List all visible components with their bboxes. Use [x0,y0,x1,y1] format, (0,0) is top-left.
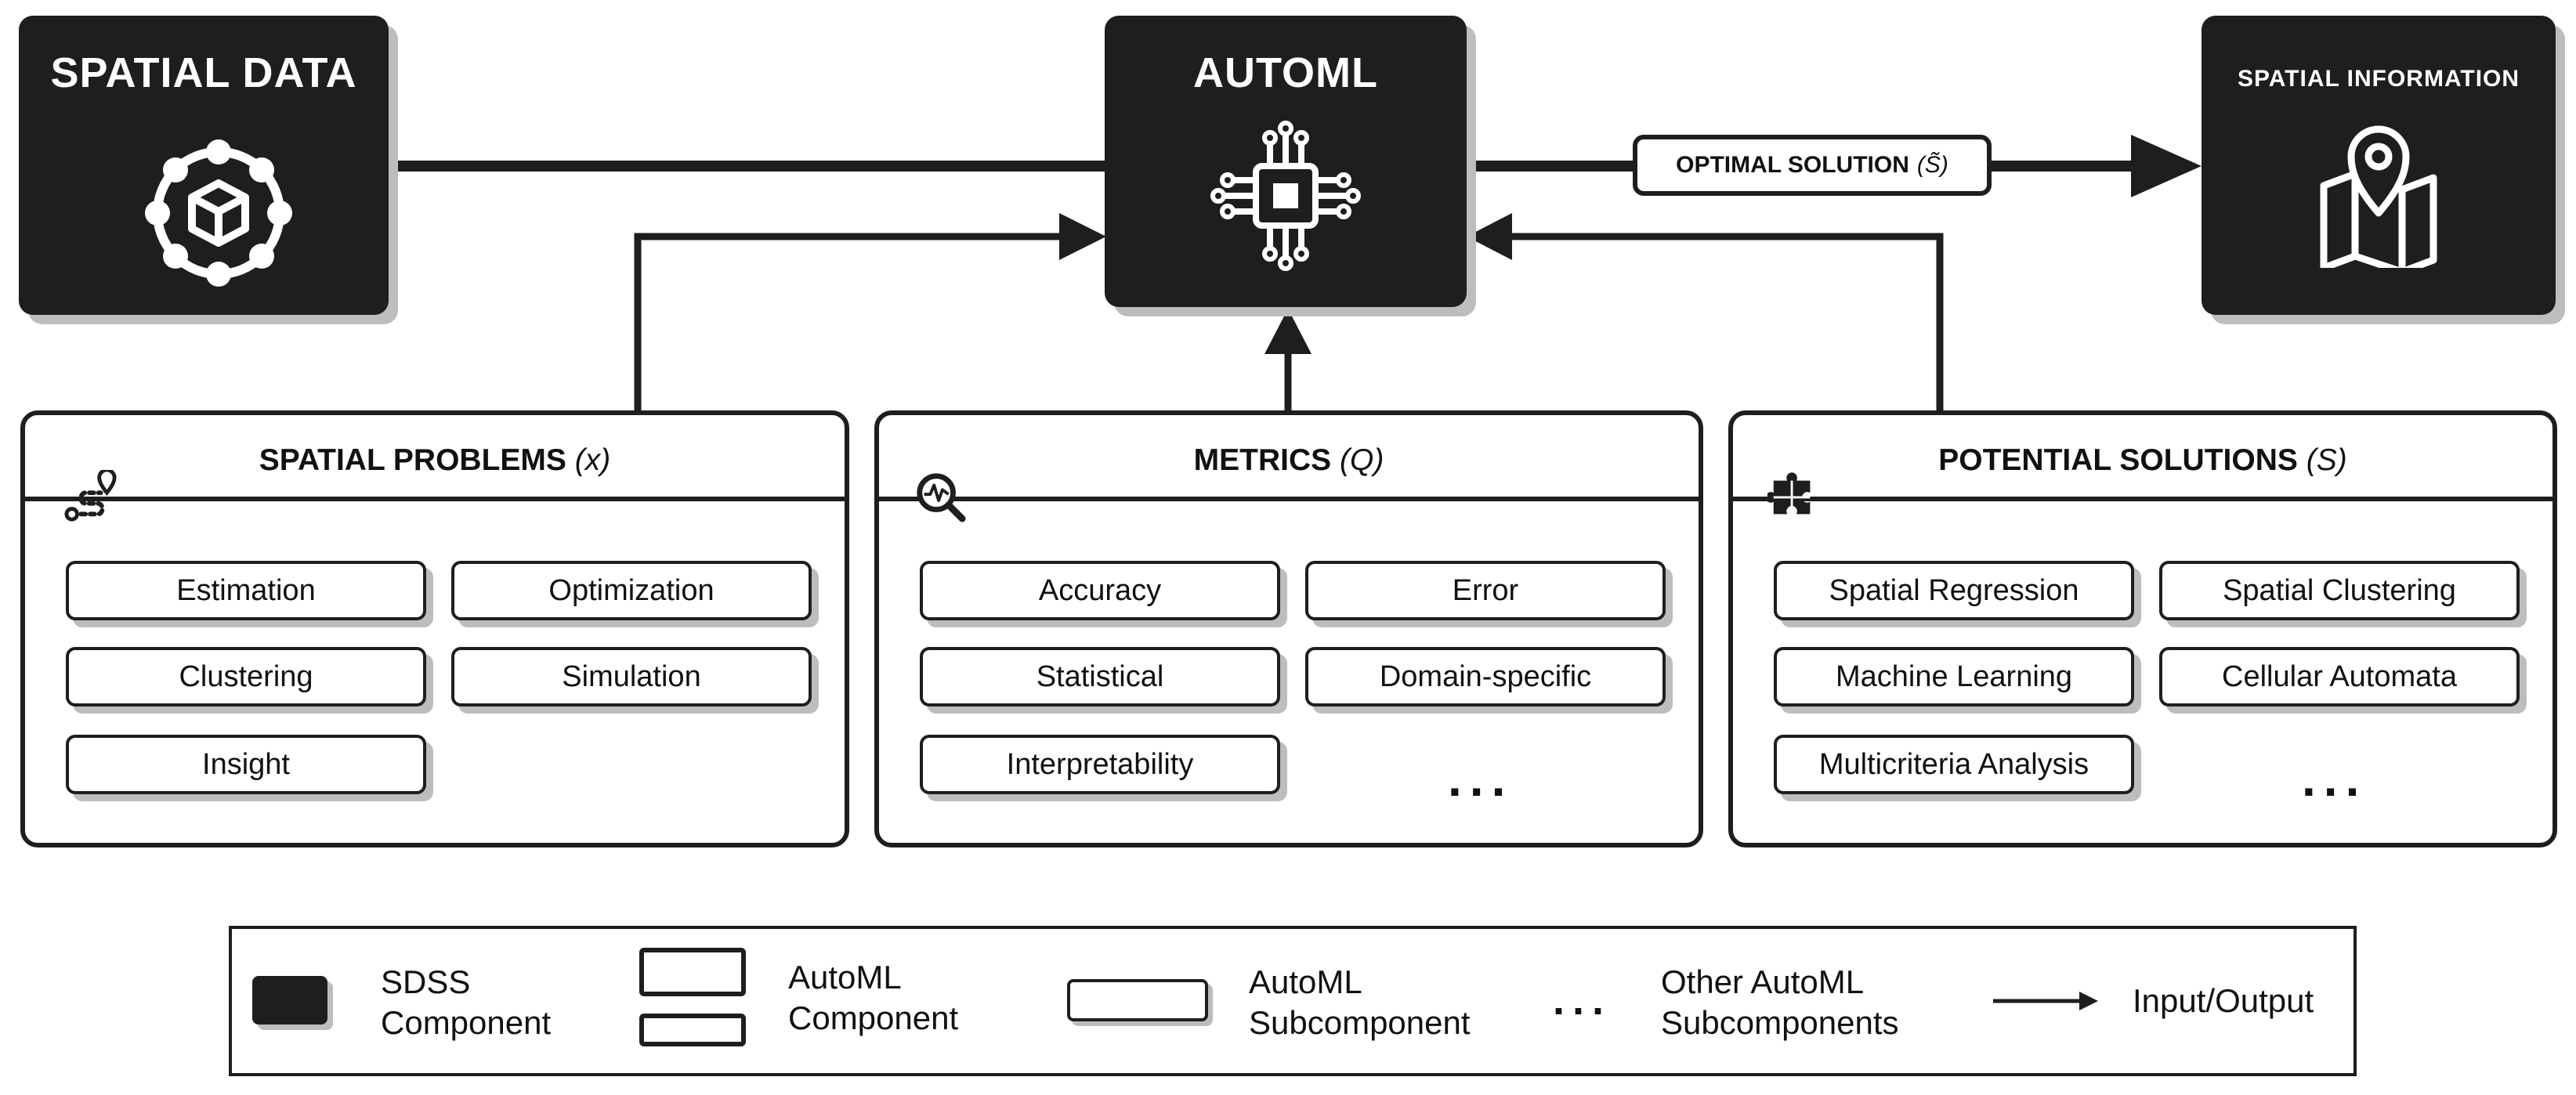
metrics-arrowhead [1264,309,1312,354]
spatial-problems-header: SPATIAL PROBLEMS (x) [25,443,845,478]
panel-divider [1733,497,2552,501]
metric-interpretability: Interpretability [920,735,1280,794]
metrics-symbol: (Q) [1340,443,1384,477]
legend-sdss-swatch [252,976,327,1025]
problem-insight: Insight [66,735,426,794]
legend-automl-component: AutoML Component [639,929,1188,1073]
legend-other-label: Other AutoML Subcomponents [1661,963,1899,1041]
automl-box: AUTOML [1105,16,1467,307]
solutions-to-automl-line [1496,233,1944,410]
problem-optimization: Optimization [451,561,812,620]
problem-simulation: Simulation [451,647,812,707]
panel-divider [25,497,845,501]
potential-solutions-header: POTENTIAL SOLUTIONS (S) [1733,443,2552,478]
metrics-header: METRICS (Q) [879,443,1699,478]
legend: SDSS Component AutoML Component AutoML S… [229,926,2357,1076]
legend-subcomponent-swatch [1067,979,1208,1021]
solutions-arrowhead [1467,213,1512,260]
solutions-more-ellipsis: ... [2302,750,2368,807]
spatial-problems-symbol: (x) [574,443,611,477]
problems-to-automl-line [634,233,1073,410]
legend-input-output: Input/Output [1992,929,2352,1073]
spatial-problems-panel: SPATIAL PROBLEMS (x) Estimation Optimiza… [20,410,849,847]
solution-machine-learning: Machine Learning [1774,647,2134,707]
legend-automl-subcomponent: AutoML Subcomponent [1067,929,1537,1073]
legend-automl-label: AutoML Component [788,959,959,1036]
chip-icon [1210,121,1361,271]
optimal-solution-label: OPTIMAL SOLUTION [1676,152,1909,178]
route-icon [64,470,117,522]
spatial-data-title: SPATIAL DATA [50,49,357,96]
potential-solutions-title: POTENTIAL SOLUTIONS [1938,443,2298,477]
problem-clustering: Clustering [66,647,426,707]
legend-dots: ... [1553,977,1612,1024]
metric-domain-specific: Domain-specific [1305,647,1666,707]
optimal-solution-symbol: (S̃) [1916,152,1948,178]
solution-spatial-regression: Spatial Regression [1774,561,2134,620]
solution-multicriteria-analysis: Multicriteria Analysis [1774,735,2134,794]
solution-spatial-clustering: Spatial Clustering [2159,561,2520,620]
solution-cellular-automata: Cellular Automata [2159,647,2520,707]
metrics-title: METRICS [1193,443,1332,477]
magnifier-pulse-icon [917,473,966,522]
info-arrowhead [2131,135,2202,197]
problem-estimation: Estimation [66,561,426,620]
legend-automl-swatch-bottom [639,1014,746,1046]
legend-sdss-component: SDSS Component [232,929,639,1073]
automl-title: AUTOML [1193,49,1378,96]
legend-automl-swatch-top [639,948,746,996]
metric-error: Error [1305,561,1666,620]
spatial-information-title: SPATIAL INFORMATION [2237,66,2520,92]
legend-subcomponent-label: AutoML Subcomponent [1249,963,1471,1041]
legend-arrow-icon [1993,992,2098,1010]
spatial-problems-title: SPATIAL PROBLEMS [259,443,566,477]
potential-solutions-symbol: (S) [2306,443,2347,477]
legend-other-subcomponents: ... Other AutoML Subcomponents [1553,929,2023,1073]
legend-sdss-label: SDSS Component [381,963,552,1041]
metric-statistical: Statistical [920,647,1280,707]
metric-accuracy: Accuracy [920,561,1280,620]
data-cube-network-icon [145,139,292,287]
spatial-information-box: SPATIAL INFORMATION [2202,16,2556,315]
puzzle-icon [1767,472,1811,515]
panel-divider [879,497,1699,501]
map-pin-icon [2320,125,2437,268]
legend-input-output-label: Input/Output [2133,982,2314,1019]
metrics-more-ellipsis: ... [1448,750,1514,807]
problems-arrowhead [1059,213,1106,260]
spatial-data-box: SPATIAL DATA [19,16,389,315]
potential-solutions-panel: POTENTIAL SOLUTIONS (S) Spatial Regressi… [1728,410,2557,847]
optimal-solution-badge: OPTIMAL SOLUTION (S̃) [1633,135,1992,196]
metrics-panel: METRICS (Q) Accuracy Error Statistical D… [874,410,1703,847]
